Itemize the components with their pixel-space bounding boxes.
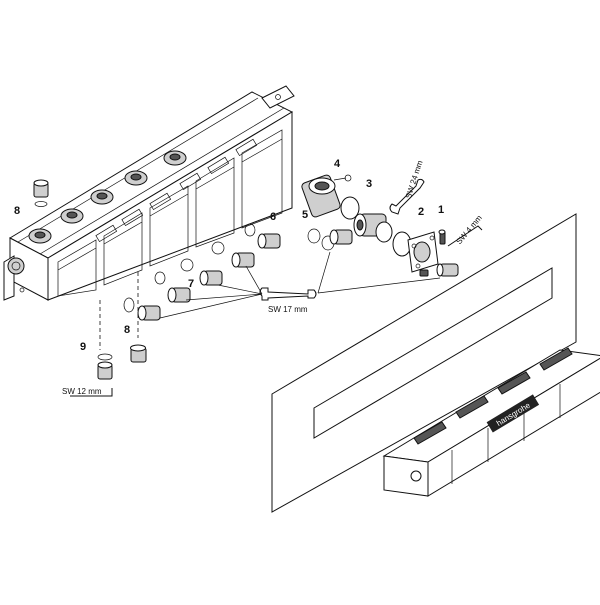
nut-assembly	[353, 213, 393, 243]
sw17-leader-lines	[159, 251, 441, 319]
button-bar-buttons	[451, 384, 561, 484]
label-sw4: SW 4 mm	[454, 213, 484, 246]
callout-1: 1	[438, 204, 444, 216]
part-8-plug-bottom	[130, 344, 147, 363]
small-screws	[419, 263, 459, 277]
fitting-row-d	[211, 241, 255, 268]
fitting-5	[307, 228, 353, 251]
port-2	[60, 208, 84, 224]
sw24-wrench	[389, 178, 425, 215]
main-box-body	[3, 85, 295, 301]
box-compartments	[57, 129, 283, 297]
flange-plate	[407, 231, 439, 273]
part-9-fitting	[97, 353, 113, 380]
callout-2: 2	[418, 206, 424, 218]
right-flange	[261, 85, 295, 109]
callout-7: 7	[188, 278, 194, 290]
fitting-row-a	[123, 297, 161, 321]
callout-8-top: 8	[14, 205, 20, 217]
port-4	[124, 170, 148, 186]
callout-4: 4	[334, 158, 341, 170]
fitting-row-b	[154, 271, 191, 303]
fittings-middle	[123, 223, 281, 321]
port-5	[163, 150, 187, 166]
callout-8-bottom: 8	[124, 324, 130, 336]
button-bar	[382, 347, 600, 497]
callout-9: 9	[80, 341, 86, 353]
valve-cartridge-4	[301, 174, 352, 218]
top-valve-ports	[28, 150, 187, 244]
callout-5: 5	[302, 209, 308, 221]
fitting-row-e	[244, 223, 281, 249]
fitting-row-c	[180, 258, 223, 286]
screw-1	[438, 229, 446, 245]
left-port	[7, 257, 25, 275]
cover-plate	[271, 213, 577, 513]
top-surface-labels	[95, 138, 258, 243]
label-sw17: SW 17 mm	[268, 305, 308, 314]
indicator-light	[410, 470, 422, 482]
label-sw12: SW 12 mm	[62, 387, 102, 396]
part-8-plug-top	[33, 179, 49, 207]
oring-3	[340, 196, 360, 220]
callout-6: 6	[270, 211, 276, 223]
sw4-allen-key	[447, 225, 483, 247]
callout-3: 3	[366, 178, 372, 190]
sw12-bracket	[70, 388, 113, 397]
port-1	[28, 228, 52, 244]
port-3	[90, 189, 114, 205]
sw17-wrench	[259, 287, 317, 301]
